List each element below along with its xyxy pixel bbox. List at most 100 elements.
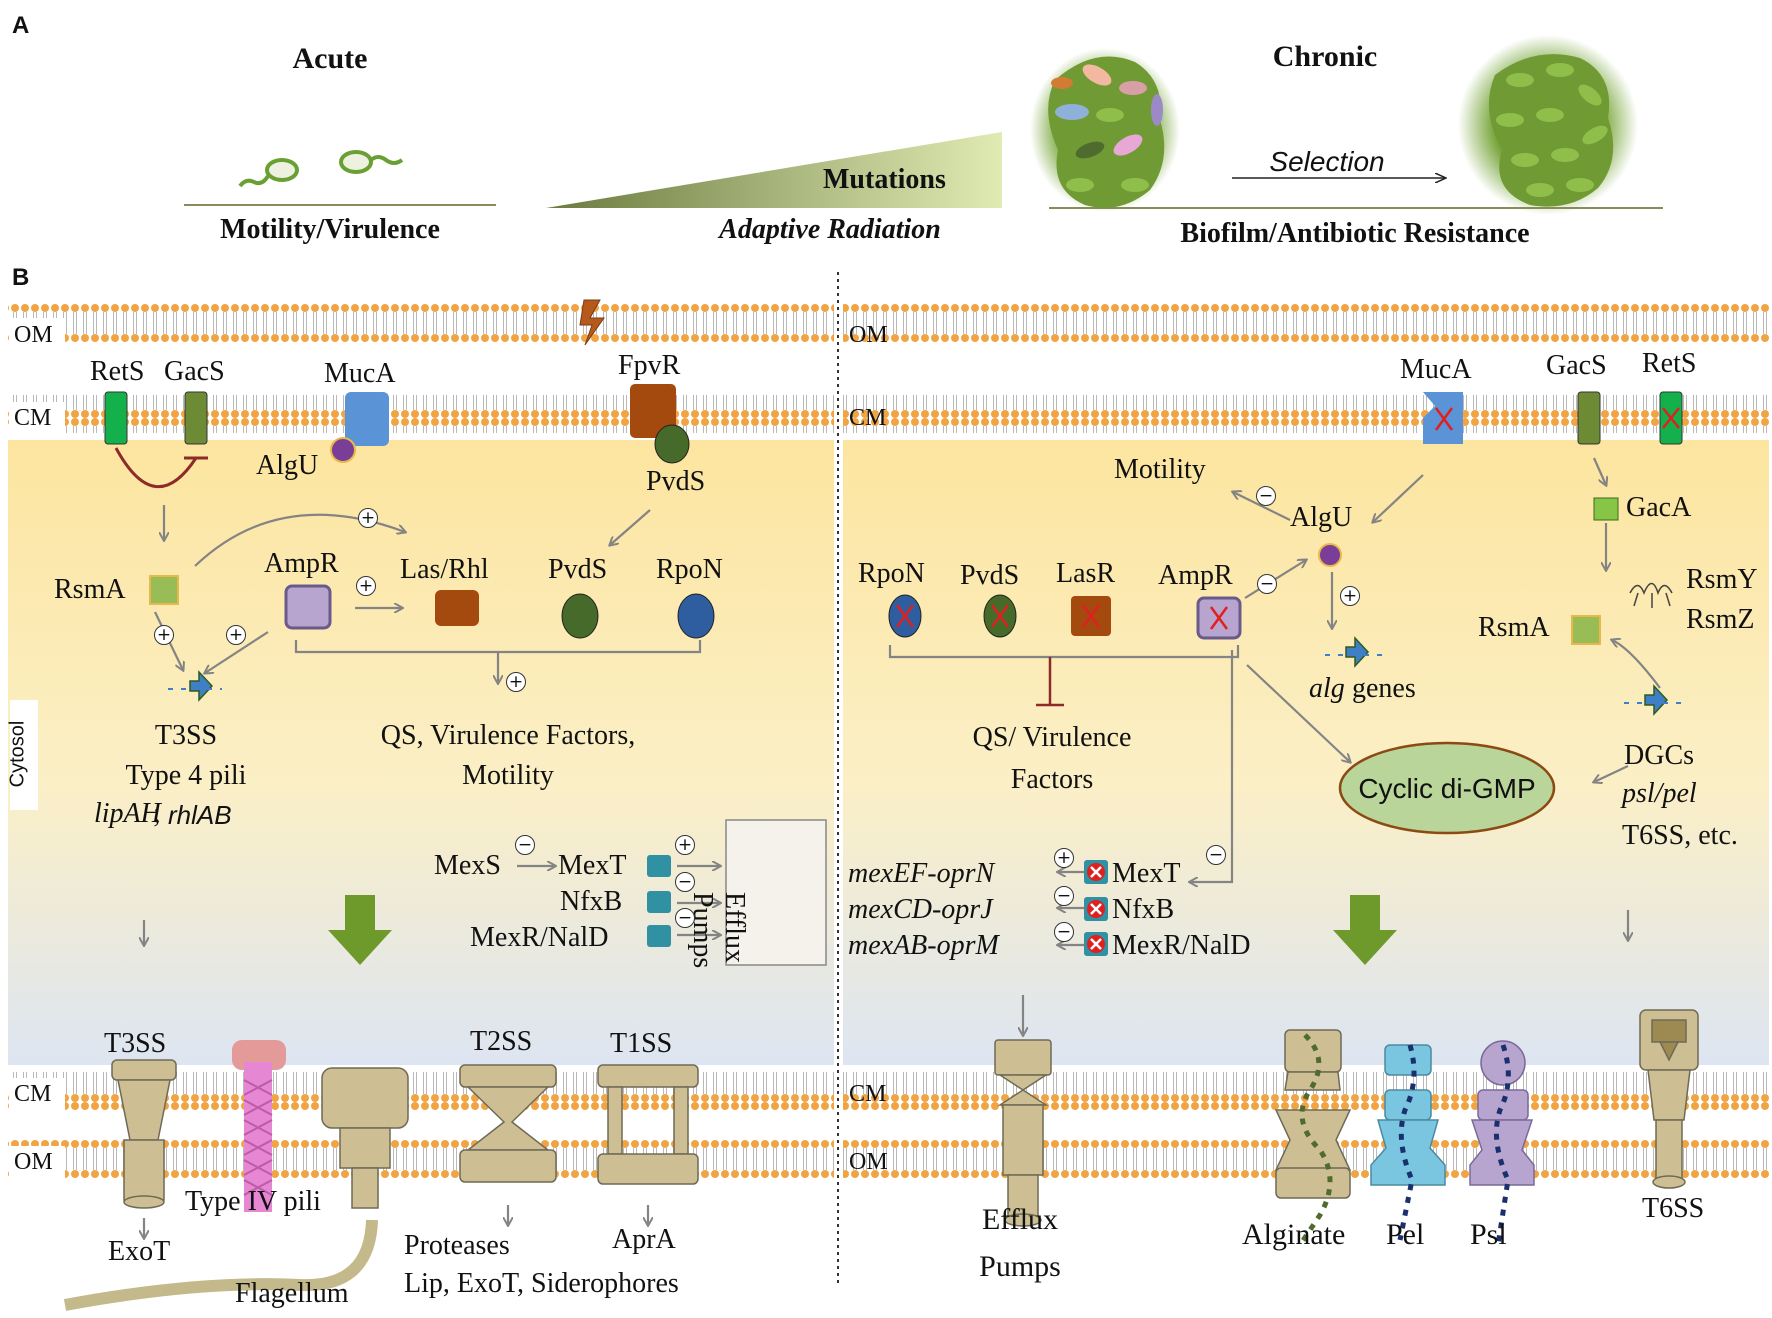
plus-sign: + (1340, 586, 1360, 606)
minus-sign: − (675, 908, 695, 928)
mexef-oprn-label: mexEF-oprN (848, 858, 995, 889)
t1ss-label: T1SS (610, 1028, 673, 1059)
acute-caption: Motility/Virulence (220, 214, 440, 245)
minus-sign: − (1256, 486, 1276, 506)
t3ss-apparatus (111, 1059, 177, 1209)
t6ss-label: T6SS (1642, 1193, 1705, 1224)
dgcs-label: DGCs (1624, 740, 1695, 771)
t3ss-label: T3SS (104, 1028, 167, 1059)
nfxb-label-left: NfxB (560, 886, 623, 917)
cm-label-top-left: CM (14, 405, 52, 431)
selection-label: Selection (1269, 146, 1385, 177)
gacs-label-right: GacS (1546, 350, 1607, 381)
acute-title: Acute (292, 42, 368, 75)
pel-apparatus (1370, 1044, 1446, 1241)
efflux-label-right-2: Pumps (979, 1250, 1061, 1283)
minus-sign: − (515, 835, 535, 855)
rhlab-label: rhlAB (168, 800, 232, 830)
rets-label-right: RetS (1642, 348, 1697, 379)
plus-sign: + (358, 508, 378, 528)
mext-label-right: MexT (1112, 858, 1181, 889)
algu-label-right: AlgU (1290, 502, 1353, 533)
qs-virulence-right-2: Factors (1010, 764, 1094, 795)
minus-sign: − (1206, 845, 1226, 865)
mutations-wedge (546, 132, 1002, 208)
pvds-label-left: PvdS (548, 554, 608, 585)
las-rhl-label: Las/Rhl (400, 554, 489, 585)
minus-sign: − (1054, 886, 1074, 906)
proteases-label: Proteases (404, 1230, 510, 1261)
cytosol-label: Cytosol (6, 720, 29, 788)
flagellum-label: Flagellum (235, 1278, 349, 1309)
big-arrow-right (1333, 895, 1397, 965)
plus-sign: + (506, 672, 526, 692)
rsma-label-left: RsmA (54, 574, 126, 605)
mexr-label-left: MexR/NalD (470, 922, 609, 953)
psl-apparatus (1469, 1040, 1535, 1246)
mutations-label: Mutations (823, 164, 946, 195)
type-iv-pili-label: Type IV pili (185, 1186, 321, 1217)
type4-pili-genes-label: Type 4 pili (125, 760, 247, 791)
mexab-oprm-label: mexAB-oprM (848, 930, 999, 961)
plus-sign: + (154, 625, 174, 645)
t2ss-apparatus (459, 1064, 557, 1183)
rpon-label-left: RpoN (656, 554, 723, 585)
muca-label-right: MucA (1400, 354, 1472, 385)
cm-label-bottom-right: CM (849, 1081, 887, 1107)
qs-virulence-label-2: Motility (462, 760, 554, 791)
panel-b-label: B (12, 264, 30, 291)
cm-label-bottom-left: CM (14, 1081, 52, 1107)
plus-sign: + (226, 625, 246, 645)
fpvr-label: FpvR (618, 350, 681, 381)
exot-label: ExoT (108, 1236, 171, 1267)
gaca-label: GacA (1626, 492, 1692, 523)
t1ss-apparatus (597, 1064, 699, 1185)
rsma-label-right: RsmA (1478, 612, 1550, 643)
efflux-label-left-1: Efflux (719, 892, 750, 964)
lipah-label: lipAH (94, 798, 161, 829)
mexs-label: MexS (434, 850, 501, 881)
cyclic-di-gmp-label: Cyclic di-GMP (1358, 773, 1536, 804)
plus-sign: + (675, 835, 695, 855)
pel-label: Pel (1386, 1218, 1425, 1251)
om-label-top-left: OM (14, 322, 53, 348)
lip-exot-siderophores-label: Lip, ExoT, Siderophores (404, 1268, 679, 1299)
qs-virulence-right-1: QS/ Virulence (972, 722, 1132, 753)
alginate-apparatus (1274, 1029, 1352, 1247)
efflux-label-right-1: Efflux (981, 1203, 1059, 1236)
pvds-label-top: PvdS (646, 466, 706, 497)
mexcd-oprj-label: mexCD-oprJ (848, 894, 993, 925)
rsmz-label: RsmZ (1686, 604, 1755, 635)
inactivated-regulators (888, 594, 1242, 640)
chronic-title: Chronic (1272, 40, 1378, 73)
algu-label-left: AlgU (256, 450, 319, 481)
lasr-label: LasR (1056, 558, 1116, 589)
nfxb-label-right: NfxB (1112, 894, 1175, 925)
psl-label: Psl (1470, 1218, 1507, 1251)
om-label-bottom-right: OM (849, 1149, 888, 1175)
rsmy-label: RsmY (1686, 564, 1758, 595)
psl-pel-label: psl/pel (1622, 778, 1697, 809)
plus-sign: + (1054, 848, 1074, 868)
rets-label-left: RetS (90, 356, 145, 387)
t6ss-etc-label: T6SS, etc. (1622, 820, 1738, 851)
efflux-regulator-boxes (647, 855, 671, 947)
flagellum-apparatus (63, 1067, 409, 1311)
gene-separator: ; (153, 798, 161, 829)
genes-label: genes (1352, 673, 1416, 704)
om-label-bottom-left: OM (14, 1149, 53, 1175)
alg-label: alg (1309, 673, 1345, 704)
pvds-label-right: PvdS (960, 560, 1020, 591)
big-arrow-left (328, 895, 392, 965)
cyclic-di-gmp-ellipse (1338, 741, 1556, 835)
efflux-label-left-2: Pumps (687, 892, 718, 969)
adaptive-radiation-label: Adaptive Radiation (719, 214, 941, 245)
minus-sign: − (1054, 922, 1074, 942)
efflux-pump-apparatus (994, 1039, 1052, 1227)
gacs-label-left: GacS (164, 356, 225, 387)
t6ss-apparatus (1639, 1009, 1699, 1189)
plus-sign: + (356, 576, 376, 596)
panel-a-label: A (12, 12, 30, 39)
